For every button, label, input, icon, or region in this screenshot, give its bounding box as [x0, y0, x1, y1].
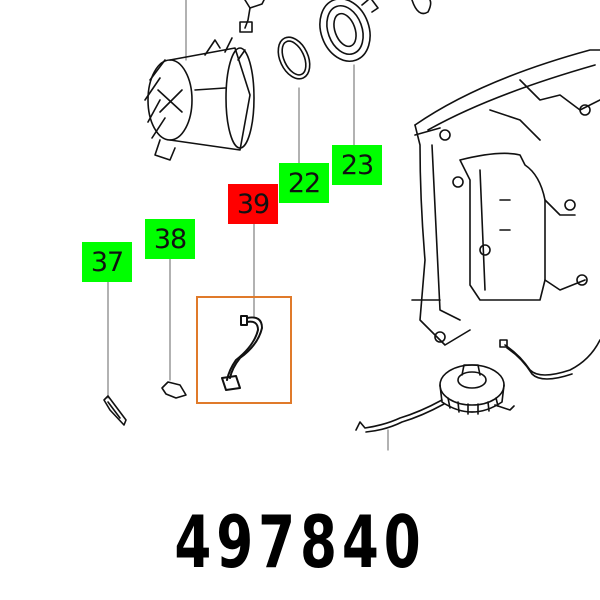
- callout-23[interactable]: 23: [332, 145, 382, 185]
- fan-motor-assembly-drawing: [355, 364, 515, 433]
- callout-39-selected[interactable]: 39: [228, 184, 278, 224]
- leader-lines: [107, 0, 389, 451]
- selected-part-highlight: [196, 296, 292, 404]
- cable-harness-drawing: [221, 315, 263, 391]
- callout-38[interactable]: 38: [145, 219, 195, 259]
- gear-ring-drawing: [319, 0, 379, 62]
- housing-shell-drawing: [411, 49, 600, 346]
- small-bracket-drawing: [161, 381, 187, 399]
- part-number: 497840: [174, 500, 426, 584]
- callout-37[interactable]: 37: [82, 242, 132, 282]
- strip-clip-drawing: [103, 395, 127, 426]
- wire-connector-drawing: [239, 0, 265, 33]
- side-cable-drawing: [499, 339, 600, 380]
- clip-drawing: [411, 0, 432, 15]
- callout-22[interactable]: 22: [279, 163, 329, 203]
- motor-stator-drawing: [144, 37, 255, 161]
- o-ring-drawing: [277, 36, 311, 80]
